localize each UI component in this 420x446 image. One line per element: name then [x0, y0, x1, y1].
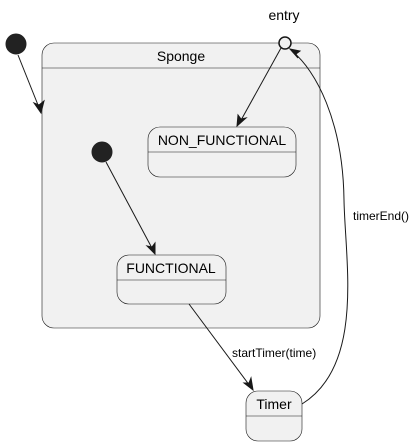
sponge-title: Sponge	[157, 48, 205, 64]
functional-state[interactable]: FUNCTIONAL	[116, 254, 227, 305]
edge-timer-to-entry	[288, 48, 349, 405]
non-functional-label: NON_FUNCTIONAL	[158, 132, 287, 148]
edge-initial-to-functional	[105, 161, 156, 256]
timer-label: Timer	[256, 396, 292, 412]
entry-point-label: entry	[268, 7, 299, 23]
edge-entry-to-non-functional	[236, 47, 282, 128]
sponge-composite-state[interactable]: Sponge	[41, 42, 321, 329]
timer-state[interactable]: Timer	[245, 390, 303, 442]
timer-end-label: timerEnd()	[353, 209, 409, 223]
outer-initial-state	[5, 33, 27, 55]
entry-point[interactable]	[278, 36, 292, 50]
edge-functional-to-timer	[188, 303, 254, 392]
edge-initial-to-sponge	[17, 54, 45, 115]
inner-initial-state	[91, 141, 113, 163]
non-functional-state[interactable]: NON_FUNCTIONAL	[147, 126, 297, 178]
functional-label: FUNCTIONAL	[126, 260, 216, 276]
start-timer-label: startTimer(time)	[232, 346, 316, 360]
